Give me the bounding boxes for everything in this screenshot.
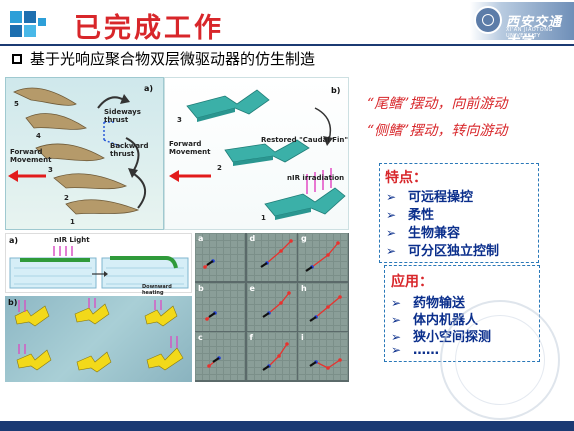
applications-item: ➢…… [391, 343, 439, 358]
trajectory-cell-label: a [198, 234, 204, 243]
motion-caudal-fin-text: “尾鳍”摆动，向前游动 [367, 96, 508, 112]
arrow-bullet-icon: ➢ [386, 226, 397, 240]
trajectory-trail-icon [203, 259, 215, 269]
trajectory-cell-i: i [298, 332, 348, 380]
panel-b-label: b) [331, 86, 341, 95]
university-seal-icon [474, 6, 502, 34]
forward-movement-label-b: Forward Movement [169, 140, 211, 156]
panel-a-label: a) [144, 84, 154, 93]
trajectory-cell-h: h [298, 282, 348, 331]
backward-thrust-label: Backward thrust [110, 142, 149, 158]
trajectory-cell-b: b [195, 282, 245, 331]
trajectory-trail-icon [207, 356, 221, 368]
arrow-bullet-icon: ➢ [391, 330, 402, 344]
header-divider [0, 44, 574, 46]
presentation-logo-icon [8, 9, 48, 43]
figure-panel-fin-actuation: b) [5, 296, 192, 382]
trajectory-cell-label: d [249, 234, 256, 243]
panel-b2-label: b) [8, 298, 18, 307]
sideways-thrust-label: Sideways thrust [104, 108, 141, 124]
trajectory-cell-f: f [246, 332, 297, 380]
university-watermark-icon [440, 300, 560, 420]
trajectory-trail-icon [261, 290, 291, 318]
arrow-bullet-icon: ➢ [386, 190, 397, 204]
figure-panel-bilayer-schematic: a) nIR Light Downward heating [5, 233, 192, 296]
fish-step-2: 2 [64, 194, 69, 202]
trajectory-cell-d: d [246, 233, 297, 281]
fin-actuation-illustration [14, 298, 184, 373]
features-item: ➢可分区独立控制 [386, 244, 500, 259]
trajectory-trail-icon [309, 294, 342, 322]
features-title: 特点： [385, 170, 427, 186]
fish-step-5: 5 [14, 100, 19, 108]
panel-a2-label: a) [9, 236, 19, 245]
fish-step-1: 1 [70, 218, 75, 226]
features-item: ➢生物兼容 [386, 226, 461, 241]
downward-heating-label: Downward heating [142, 284, 172, 296]
features-box: 特点： ➢可远程操控 ➢柔性 ➢生物兼容 ➢可分区独立控制 [379, 163, 539, 263]
fin-step-2: 2 [217, 164, 222, 172]
features-item: ➢柔性 [386, 208, 435, 223]
university-subtitle: XI'AN JIAOTONG UNIVERSITY [506, 27, 553, 39]
page-title: 已完成工作 [74, 13, 224, 44]
applications-item: ➢药物输送 [391, 296, 466, 311]
arrow-bullet-icon: ➢ [386, 244, 397, 258]
fin-step-1: 1 [261, 214, 266, 222]
arrow-bullet-icon: ➢ [386, 208, 397, 222]
forward-movement-label: Forward Movement [10, 148, 52, 164]
arrow-bullet-icon: ➢ [391, 296, 402, 310]
motion-pectoral-fin-text: “侧鳍”摆动，转向游动 [367, 123, 508, 139]
features-item: ➢可远程操控 [386, 190, 474, 205]
trajectory-cell-label: e [249, 283, 255, 293]
restored-caudal-fin-label: Restored "Caudal Fin" [261, 136, 348, 144]
trajectory-trail-icon [309, 358, 342, 370]
trajectory-trail-icon [205, 310, 217, 321]
footer-bar [0, 421, 574, 431]
caudal-fin-illustration [169, 89, 346, 220]
fish-step-3: 3 [48, 166, 53, 174]
fish-illustration [8, 87, 146, 215]
trajectory-cell-label: b [198, 283, 204, 293]
section-heading-text: 基于光响应聚合物双层微驱动器的仿生制造 [30, 50, 316, 68]
applications-title: 应用： [391, 274, 433, 290]
trajectory-cell-a: a [195, 233, 245, 281]
bilayer-schematic-illustration [9, 246, 189, 289]
trajectory-cell-g: g [298, 233, 348, 281]
nir-irradiation-label: nIR irradiation [287, 174, 345, 182]
fish-step-4: 4 [36, 132, 41, 140]
fin-step-3: 3 [177, 116, 182, 124]
trajectory-trail-icon [305, 241, 340, 272]
arrow-bullet-icon: ➢ [391, 313, 402, 327]
university-banner: 西安交通大学 XI'AN JIAOTONG UNIVERSITY [470, 2, 574, 49]
university-watermark-inner-icon [455, 315, 545, 405]
section-heading: 基于光响应聚合物双层微驱动器的仿生制造 [12, 48, 315, 69]
arrow-bullet-icon: ➢ [391, 343, 402, 357]
trajectory-cell-e: e [246, 282, 297, 331]
trajectory-cell-label: h [301, 283, 307, 293]
figure-panel-fish: a) Sideways thrust Backward thrust Forwa… [5, 77, 164, 230]
trajectory-trail-icon [259, 239, 293, 268]
figure-panel-caudal-fin: b) Restored "Caudal Fin" Forward Movemen… [164, 77, 349, 230]
trajectory-cell-label: c [198, 333, 203, 342]
trajectory-cell-label: f [249, 333, 253, 342]
trajectory-cell-c: c [195, 332, 245, 380]
square-bullet-icon [12, 54, 22, 64]
trajectory-cell-label: i [301, 333, 304, 342]
trajectory-trail-icon [261, 342, 289, 371]
trajectory-cell-label: g [301, 234, 307, 243]
nir-light-label: nIR Light [54, 236, 90, 244]
figure-panel-trajectory-grid: a d g b e h c f i [195, 233, 349, 382]
